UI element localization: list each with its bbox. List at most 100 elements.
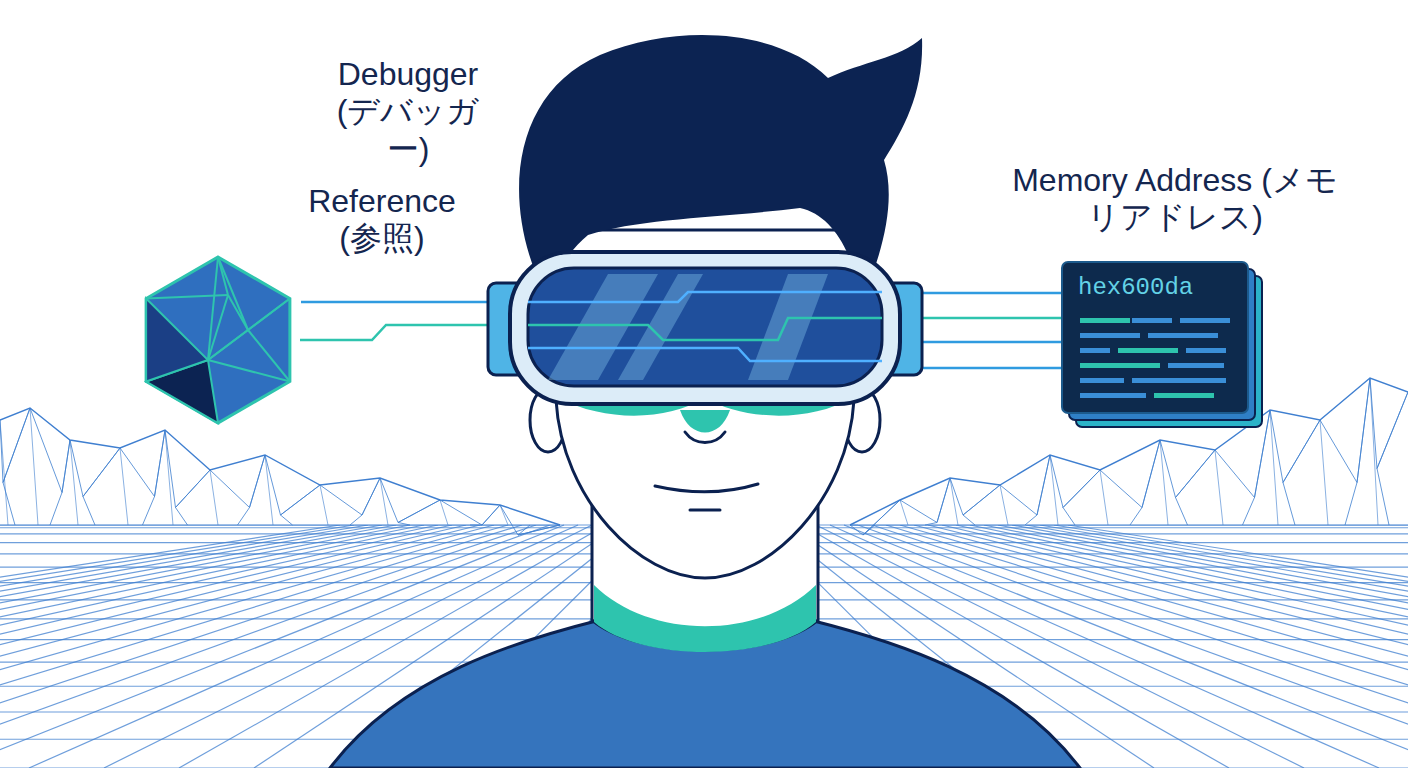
mountain-mesh [120, 448, 128, 525]
hexagon-body [146, 257, 290, 423]
nose [685, 432, 725, 443]
hexagon-edge [218, 257, 228, 295]
hexagon-edge [248, 330, 290, 382]
hexagon-facet [146, 299, 208, 382]
code-panel [1062, 262, 1248, 413]
mountain-mesh [1100, 440, 1160, 525]
hexagon-edge [218, 257, 248, 330]
grid-line [1068, 525, 1408, 768]
code-line [1080, 318, 1130, 323]
mountain-mesh [265, 455, 320, 525]
grid-line [0, 525, 382, 768]
mountain-mesh [500, 505, 508, 525]
mountain-mesh [1320, 420, 1328, 525]
signal-line [922, 367, 1062, 370]
hexagon-edge [146, 295, 228, 299]
mountain-mesh [440, 500, 448, 525]
mountain-mesh [210, 455, 265, 525]
mountain-mesh [210, 470, 218, 525]
mountain-mesh [30, 408, 38, 525]
memory-address-label: Memory Address (メモリアドレス) [1010, 162, 1340, 237]
mountain-mesh [380, 478, 388, 525]
code-line [1080, 393, 1146, 398]
grid-line [0, 525, 396, 768]
code-line [1180, 318, 1230, 323]
grid-line [998, 525, 1408, 768]
mountain-mesh [1270, 410, 1278, 525]
mountain-mesh [1050, 455, 1058, 525]
debugger-label: Debugger (デバッガー) [318, 56, 498, 168]
mountain-mesh [1000, 485, 1008, 525]
signal-line [922, 341, 1062, 344]
mountain-mesh [70, 440, 78, 525]
debugger-goggles: Debugger (デバッガー) [488, 248, 922, 413]
mountain-mesh [1370, 378, 1378, 525]
grid-line [1026, 525, 1408, 768]
mountain-mesh [0, 408, 30, 525]
lens-glare [618, 274, 703, 380]
memory-panel: Memory Address (メモリアドレス)hex600da [1062, 262, 1262, 427]
mountain-mesh [1160, 440, 1168, 525]
mountain-mesh [900, 500, 908, 525]
mountain-mesh [1270, 410, 1320, 525]
mountain-mesh [850, 500, 900, 535]
code-line [1080, 363, 1160, 368]
code-line [1118, 348, 1178, 353]
hexagon-edge [228, 295, 248, 330]
mountain-mesh [320, 478, 380, 525]
connector-line [301, 301, 488, 304]
mountain-mesh [1370, 378, 1408, 525]
code-line [1132, 378, 1226, 383]
reference-label: Reference (参照) [292, 183, 472, 258]
mountain-mesh [265, 455, 273, 525]
code-line [1154, 393, 1214, 398]
lip [690, 509, 720, 512]
grid-line [0, 525, 424, 768]
code-line [1080, 333, 1140, 338]
mountain-mesh [1100, 470, 1108, 525]
goggle-frame [510, 252, 900, 404]
code-line [1168, 363, 1224, 368]
mountain-ridge [0, 408, 560, 525]
lens-glare [748, 274, 828, 380]
hexagon-edge [248, 299, 290, 331]
circuit-line [528, 292, 882, 302]
mouth [655, 484, 758, 492]
hexagon-edge [208, 295, 228, 360]
connector-line [922, 292, 1062, 295]
code-line [1186, 348, 1226, 353]
mountain-mesh [70, 440, 120, 525]
person-figure [330, 35, 1080, 768]
grid-line [1054, 525, 1408, 768]
mountain-mesh [120, 430, 165, 525]
mountain-mesh [165, 430, 210, 525]
mountain-mesh [1160, 440, 1215, 525]
hexagon-edge [208, 299, 290, 361]
grid-line [1040, 525, 1408, 768]
circuit-line [528, 348, 882, 361]
grid-line [1012, 525, 1408, 768]
signal-line [922, 317, 1062, 320]
mountain-mesh [440, 500, 500, 525]
neck-shadow [594, 585, 816, 652]
hexagon-edge [208, 360, 290, 382]
mountain-mesh [165, 430, 173, 525]
mountain-mesh [30, 408, 70, 525]
mountain-mesh [0, 420, 8, 525]
mountain-mesh [1320, 378, 1370, 525]
mountain-mesh [900, 478, 950, 525]
mountain-mesh [1215, 450, 1223, 525]
reference-icon-shape [135, 255, 301, 425]
mountain-mesh [950, 478, 958, 525]
code-line [1080, 378, 1124, 383]
signal-line [300, 325, 488, 340]
code-line [1148, 333, 1218, 338]
mountain-mesh [950, 478, 1000, 525]
circuit-line [528, 318, 882, 340]
mountain-mesh [1050, 455, 1100, 525]
hexagon-edge [208, 330, 248, 360]
nose-shadow [680, 410, 730, 433]
hex-value: hex600da [1078, 274, 1193, 301]
code-line [1080, 348, 1110, 353]
